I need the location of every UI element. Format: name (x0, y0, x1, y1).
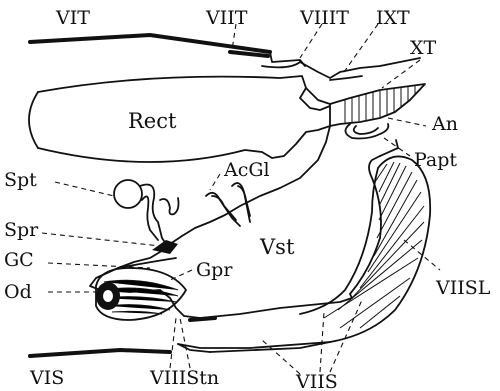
label-acgl: AcGl (223, 159, 270, 181)
label-viisl: VIISL (435, 277, 491, 299)
label-vst: Vst (259, 235, 295, 259)
paraproct (345, 124, 388, 139)
label-xt: XT (410, 37, 437, 59)
spermatheca (114, 180, 179, 244)
oviduct (96, 268, 186, 320)
label-gc: GC (4, 249, 34, 271)
label-od: Od (4, 281, 32, 303)
label-papt: Papt (414, 149, 457, 171)
dorsal-tergites (30, 35, 420, 80)
label-an: An (431, 113, 458, 135)
anal-hatched-region (330, 84, 425, 126)
label-viiistn: VIIIStn (149, 367, 219, 389)
label-rect: Rect (128, 109, 177, 133)
label-viit: VIIT (205, 7, 248, 29)
label-viiit: VIIIT (299, 7, 349, 29)
label-gpr: Gpr (196, 259, 233, 281)
label-viis: VIIS (295, 371, 338, 391)
label-ixt: IXT (376, 7, 410, 29)
label-spt: Spt (4, 169, 37, 191)
label-vis: VIS (29, 367, 64, 389)
label-spr: Spr (4, 219, 39, 241)
ventral-sternites (30, 318, 330, 356)
rectum (29, 76, 330, 162)
label-vit: VIT (55, 7, 90, 29)
labels: VIT VIIT VIIIT IXT XT Rect An Papt Spt A… (4, 7, 491, 391)
